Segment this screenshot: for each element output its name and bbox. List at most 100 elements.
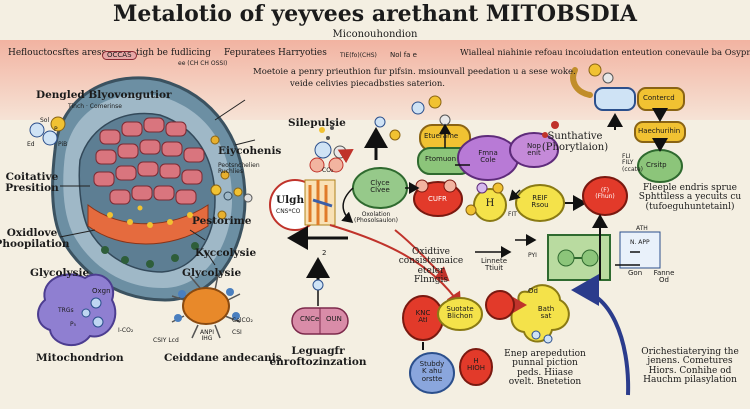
mitochondrion-illustration (51, 76, 247, 302)
label-cnce: CNCe (300, 315, 320, 323)
banner-text-2: tigh be fudlicing (136, 48, 211, 58)
label-glycolysie-mid: Glycolysie (182, 267, 242, 279)
label-clyce: Clyce Clvee (370, 179, 390, 195)
h-node (465, 182, 507, 222)
label-ceyi: CSIY Lcd (153, 337, 179, 344)
label-mitochondrion: Mitochondrion (36, 352, 124, 364)
label-fit: FIT (508, 211, 517, 218)
label-leguagfr: Leguagfr enroftozinzation (269, 345, 367, 369)
label-glycolysie-left: Glycolysie (30, 267, 90, 279)
label-suotate: Suotate Blichon (446, 305, 474, 321)
banner-text-1: Heflouctocsftes aress (8, 48, 107, 58)
banner-text-6: Moetoie a penry prieuthion fur pifsin. m… (253, 67, 576, 77)
label-npp: N. APP (630, 239, 650, 246)
atp-synthase (304, 179, 336, 226)
black-flow-arrows (405, 123, 537, 258)
label-ceiddane: Ceiddane andecanis (164, 352, 282, 364)
label-fanne: Fanne Od (653, 269, 675, 285)
banner-formula: ee (CH CH OSSI) (178, 60, 228, 67)
label-gon: Gon (628, 269, 643, 277)
label-haechurin: Haechurihin (638, 127, 681, 135)
banner-formula-2: TIE(fo)(CHS) (340, 52, 377, 59)
label-ed: Ed (27, 141, 35, 148)
label-fhun: (F) (Fhun) (595, 187, 615, 201)
label-pyi: PYI (528, 252, 537, 259)
label-oun: OUN (326, 315, 342, 323)
label-anpi: ANPI IHG (200, 329, 214, 343)
label-pestorime: Pestorime (192, 215, 252, 227)
misc-molecules (531, 121, 559, 344)
label-peotsnchelien: Peotsnchelien Ruchlies (218, 162, 260, 176)
bottom-nodes (402, 290, 515, 394)
label-oxgn: Oxgn (92, 287, 111, 295)
glycolysis-blob (37, 273, 117, 347)
label-h: H (485, 198, 495, 209)
leader-lines (59, 99, 256, 266)
label-oxidtive: Oxidtive consistemaice eteler Flnngis (398, 247, 464, 286)
label-ulgh-sub: CNS*CO (276, 208, 301, 215)
label-linnete: Linnete Ttiuit (480, 257, 508, 273)
label-ath: ATH (636, 225, 648, 232)
label-kyccolysie: Kyccolysie (195, 247, 257, 259)
label-cuntercd: Contercd (643, 94, 675, 102)
banner-text-5: Wialleal niahinie refoau incoiudation en… (460, 48, 750, 58)
banner-text-4: Nol fa e (390, 51, 417, 59)
label-enep: Enep arepedution punnal piction peds. Hi… (504, 349, 586, 388)
atp-sidebar (615, 231, 661, 269)
label-stubdy: Stubdy K ahu orstte (419, 360, 445, 383)
small-particles (319, 126, 334, 140)
blue-return-arrow (571, 274, 631, 396)
label-silepulsie: Silepulsie (288, 117, 346, 129)
label-synthative: Sunthative (Phorytlaion) (541, 131, 609, 153)
banner-pill: OCCAS (102, 51, 137, 61)
label-blob-trgs: TRGs (58, 307, 74, 314)
label-oxolation: Oxolation (Phosolsaulon) (354, 211, 398, 225)
label-fli: FLI FILY (ccate) (622, 153, 643, 173)
label-bath: Bath sat (537, 305, 555, 321)
label-p1: P₅ (70, 321, 77, 328)
label-ico2: I-CO₂ (118, 327, 134, 334)
left-molecule-circles (29, 116, 66, 146)
reif-node (515, 184, 565, 222)
label-crsitp: Crsitp (646, 161, 667, 169)
banner-text-7: veide celivies piecadbsties saterion. (290, 79, 446, 89)
right-column-nodes (570, 63, 686, 183)
label-nop: Nop enit (527, 142, 541, 158)
label-fleeple: Fleeple endris sprue Sphttiless a yecuit… (638, 183, 742, 212)
label-h-hioh: H HIOH (466, 357, 486, 373)
label-eiycohenis: Eiycohenis (218, 145, 282, 157)
label-oxidlove: Oxidlove Phoopilation (0, 227, 70, 251)
label-ftomuon: Ftomuon (425, 155, 457, 163)
label-cufr: CUFR (428, 195, 447, 203)
label-number-2: 2 (322, 249, 327, 257)
orange-bacterium (171, 274, 241, 339)
banner-text-3: Fepuratees Harryoties (224, 48, 327, 58)
green-enzyme-box (547, 214, 611, 281)
main-arrows (287, 127, 388, 280)
page-subtitle: Miconouhondion (332, 29, 418, 40)
label-etuerame: Etuerame (424, 132, 459, 140)
label-mito-title: Dengled Blyovongutior (36, 89, 172, 101)
label-od: Od (528, 287, 538, 295)
label-sol: Sol (40, 117, 50, 124)
label-mito-sub: Tinch · Comerinse (68, 103, 122, 110)
nop-node (509, 132, 559, 168)
label-ulgh: Ulgh (276, 194, 305, 206)
label-knc: KNC AtI (415, 309, 431, 325)
label-fmna-cole: Fmna Cole (478, 149, 498, 165)
label-celco: CelCO₂ (232, 317, 253, 324)
cnce-capsule (291, 279, 349, 335)
page-title: Metalotio of yeyvees arethant MITOBSDIA (112, 1, 638, 27)
glucose-molecule-cluster (210, 184, 253, 203)
label-csi: CSI (232, 329, 242, 336)
label-orchest: Orichestiaterying the jenens. Cometures … (641, 347, 739, 386)
label-co2: CO₂ (322, 167, 334, 174)
label-p: P (54, 126, 58, 133)
label-reif: REIF Rsou (531, 194, 549, 210)
pestcide-cluster (309, 141, 354, 173)
label-pib: PiB (58, 141, 68, 148)
blob-molecules (81, 297, 104, 328)
etuerame-node (374, 95, 471, 152)
